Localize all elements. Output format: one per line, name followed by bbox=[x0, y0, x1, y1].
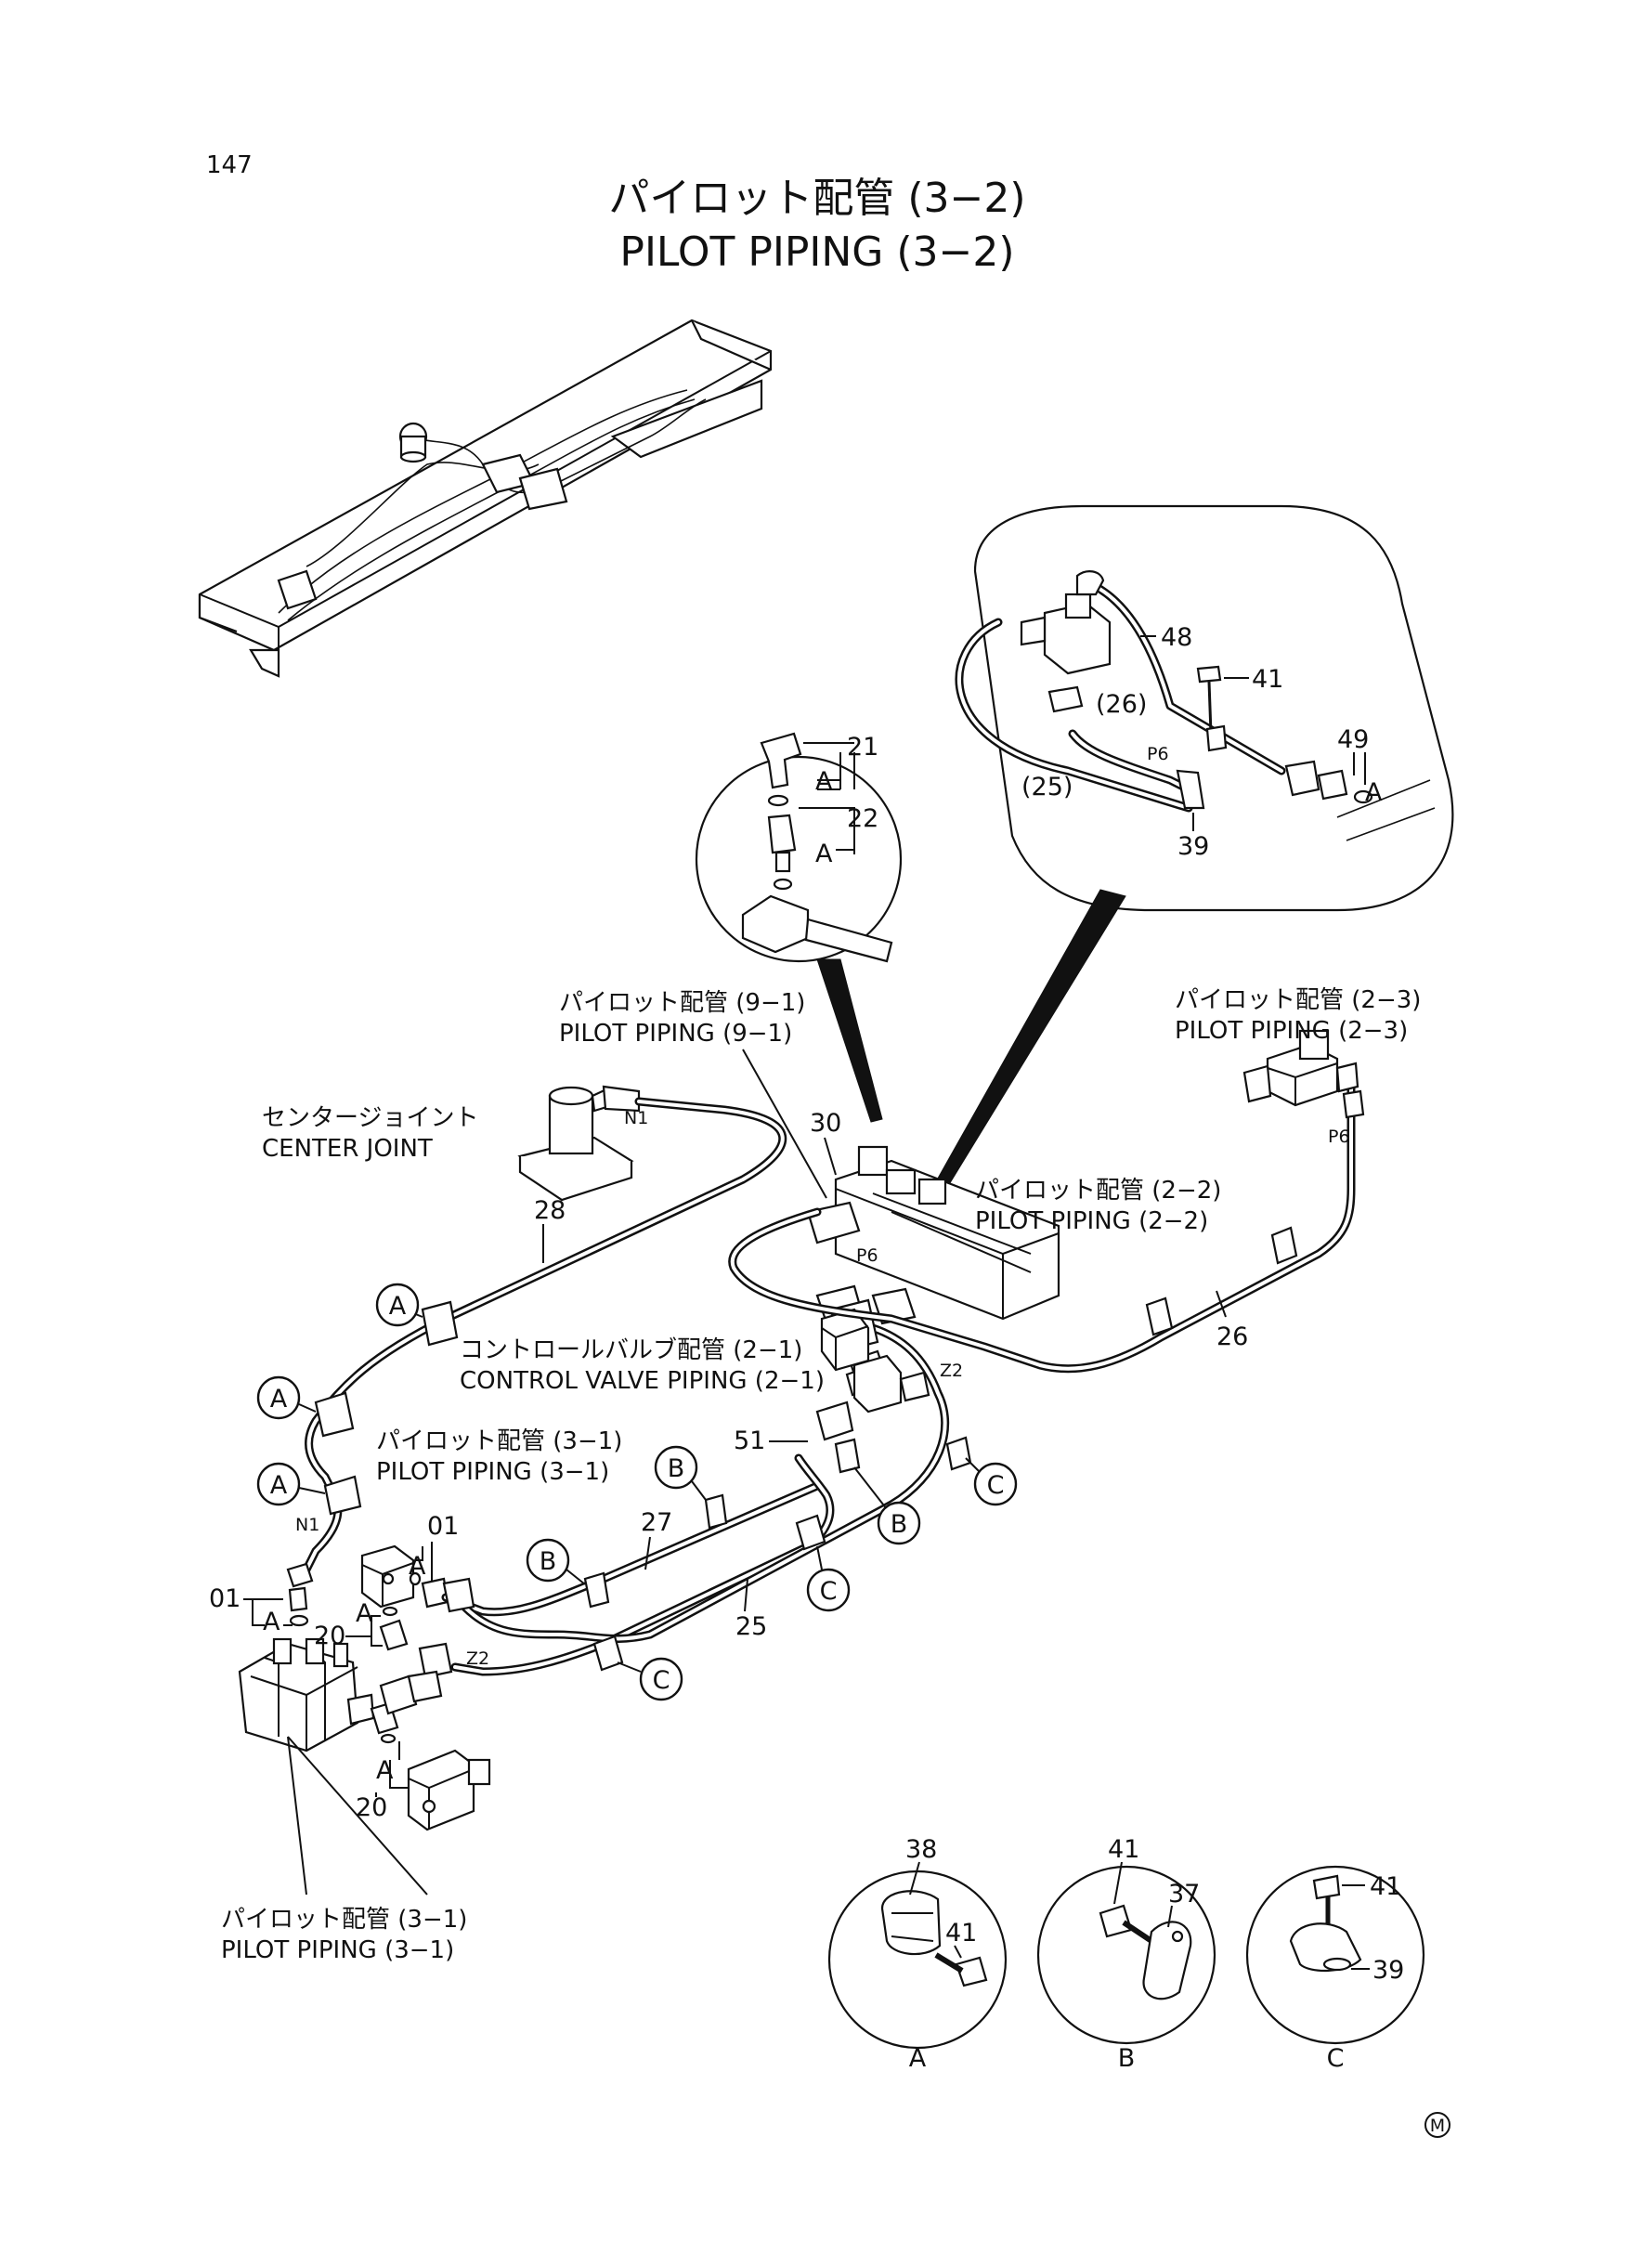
port-p6-label-2: P6 bbox=[856, 1245, 878, 1266]
part-48-label: 48 bbox=[1161, 623, 1192, 652]
o-ring-a-label-5: A bbox=[409, 1552, 426, 1581]
port-p6-label-3: P6 bbox=[1328, 1127, 1350, 1147]
detail-circle-a: 38 41 A bbox=[827, 1835, 1008, 2073]
clamp-callout-c-1: C bbox=[592, 1635, 683, 1701]
part-41-label-3: 41 bbox=[1108, 1835, 1139, 1864]
part-20-label-1: 20 bbox=[314, 1622, 345, 1650]
clamp-callout-c-3: C bbox=[945, 1436, 1018, 1506]
part-26-ref-label: (26) bbox=[1096, 690, 1147, 719]
pilot-2-3-en-label: PILOT PIPING (2−3) bbox=[1175, 1017, 1408, 1045]
part-27-label: 27 bbox=[641, 1508, 672, 1537]
clamp-a-label-1: A bbox=[389, 1292, 407, 1321]
o-ring-a-label-3: A bbox=[1365, 778, 1383, 807]
pilot-9-1-en-label: PILOT PIPING (9−1) bbox=[559, 1020, 792, 1048]
center-joint-en-label: CENTER JOINT bbox=[262, 1135, 433, 1163]
clamp-callout-a-1: A bbox=[375, 1283, 459, 1347]
clamp-callout-b-1: B bbox=[526, 1538, 610, 1609]
clamp-b-label-3: B bbox=[891, 1510, 908, 1539]
part-38-label: 38 bbox=[905, 1835, 937, 1864]
part-25-label: 25 bbox=[735, 1612, 767, 1641]
pilot-2-2-en-label: PILOT PIPING (2−2) bbox=[975, 1207, 1208, 1235]
pilot-2-3-valve bbox=[1242, 1029, 1365, 1119]
page-number: 147 bbox=[206, 151, 253, 179]
detail-circle-b: 41 37 B bbox=[1036, 1835, 1216, 2073]
left-valve-assembly bbox=[238, 1562, 375, 1752]
part-01-label-2: 01 bbox=[427, 1512, 459, 1541]
clamp-c-label-2: C bbox=[820, 1577, 838, 1606]
pipe-27 bbox=[441, 1481, 822, 1617]
part-30-label: 30 bbox=[810, 1109, 841, 1138]
title-english: PILOT PIPING (3−2) bbox=[619, 228, 1014, 276]
part-41-label-2: 41 bbox=[945, 1919, 977, 1948]
manufacturer-mark: M bbox=[1424, 2112, 1450, 2138]
detail-c-label: C bbox=[1327, 2044, 1345, 2073]
part-21-label: 21 bbox=[847, 733, 878, 762]
control-valve-en-label: CONTROL VALVE PIPING (2−1) bbox=[460, 1367, 825, 1395]
pilot-3-1-jp-label-1: パイロット配管 (3−1) bbox=[376, 1427, 622, 1455]
clamp-c-label-1: C bbox=[653, 1666, 670, 1695]
detail-b-label: B bbox=[1118, 2044, 1136, 2073]
small-valve-lower bbox=[407, 1749, 491, 1831]
center-joint-jp-label: センタージョイント bbox=[262, 1104, 478, 1132]
port-p6-label-1: P6 bbox=[1147, 744, 1169, 764]
clamp-b-label-1: B bbox=[540, 1547, 557, 1576]
clamp-a-label-2: A bbox=[270, 1385, 288, 1414]
part-49-label: 49 bbox=[1337, 725, 1369, 754]
pipe-26 bbox=[728, 1077, 1356, 1374]
port-n1-label-1: N1 bbox=[624, 1108, 648, 1128]
control-valve-jp-label: コントロールバルブ配管 (2−1) bbox=[460, 1336, 802, 1364]
clamp-b-label-2: B bbox=[668, 1454, 685, 1483]
part-41-label-4: 41 bbox=[1370, 1872, 1401, 1901]
clamp-callout-a-3: A bbox=[256, 1462, 362, 1516]
pilot-3-1-en-label-2: PILOT PIPING (3−1) bbox=[221, 1936, 454, 1964]
part-51-label: 51 bbox=[734, 1427, 765, 1455]
clamp-callout-a-2: A bbox=[256, 1375, 355, 1438]
title-japanese: パイロット配管 (3−2) bbox=[608, 175, 1025, 222]
clamp-callout-c-2: C bbox=[795, 1514, 851, 1612]
overview-frame-illustration bbox=[198, 319, 773, 678]
part-25-ref-label: (25) bbox=[1021, 773, 1073, 801]
o-ring-a-label-2: A bbox=[815, 840, 833, 868]
part-20-label-2: 20 bbox=[356, 1793, 387, 1822]
o-ring-a-label-7: A bbox=[376, 1756, 394, 1785]
pilot-2-2-jp-label: パイロット配管 (2−2) bbox=[975, 1177, 1221, 1205]
clamp-callout-b-2: B bbox=[654, 1445, 728, 1530]
part-26-label: 26 bbox=[1216, 1322, 1248, 1351]
manufacturer-mark-letter: M bbox=[1430, 2116, 1445, 2136]
small-valve-upper bbox=[360, 1544, 422, 1609]
detail-bubble-valve: 48 41 (26) P6 (25) 39 49 A bbox=[926, 504, 1454, 1204]
pilot-3-1-en-label-1: PILOT PIPING (3−1) bbox=[376, 1458, 609, 1486]
port-n1-label-2: N1 bbox=[295, 1515, 319, 1535]
part-37-label: 37 bbox=[1168, 1880, 1200, 1909]
clamp-callout-b-3: B bbox=[834, 1438, 921, 1545]
part-01-label-1: 01 bbox=[209, 1584, 241, 1613]
o-ring-a-label-1: A bbox=[815, 767, 833, 796]
center-joint bbox=[517, 1085, 641, 1202]
part-39-label-1: 39 bbox=[1177, 832, 1209, 861]
detail-bubble-fittings: 21 A 22 A bbox=[695, 732, 903, 1123]
pilot-3-1-jp-label-2: パイロット配管 (3−1) bbox=[221, 1906, 467, 1934]
o-ring-a-label-4: A bbox=[263, 1608, 280, 1636]
clamp-a-label-3: A bbox=[270, 1471, 288, 1500]
port-z2-label-1: Z2 bbox=[466, 1648, 489, 1669]
o-ring-a-label-6: A bbox=[356, 1599, 373, 1628]
detail-a-label: A bbox=[909, 2044, 927, 2073]
pilot-2-3-jp-label: パイロット配管 (2−3) bbox=[1175, 986, 1421, 1014]
solenoid-valve-right bbox=[852, 1354, 930, 1414]
port-z2-label-2: Z2 bbox=[940, 1361, 963, 1381]
clamp-c-label-3: C bbox=[987, 1471, 1005, 1500]
part-28-label: 28 bbox=[534, 1196, 566, 1225]
detail-circle-c: 41 39 C bbox=[1245, 1865, 1425, 2073]
part-22-label: 22 bbox=[847, 804, 878, 833]
pilot-9-1-jp-label: パイロット配管 (9−1) bbox=[559, 989, 805, 1017]
part-39-label-2: 39 bbox=[1372, 1956, 1404, 1985]
part-41-label-1: 41 bbox=[1252, 665, 1283, 694]
